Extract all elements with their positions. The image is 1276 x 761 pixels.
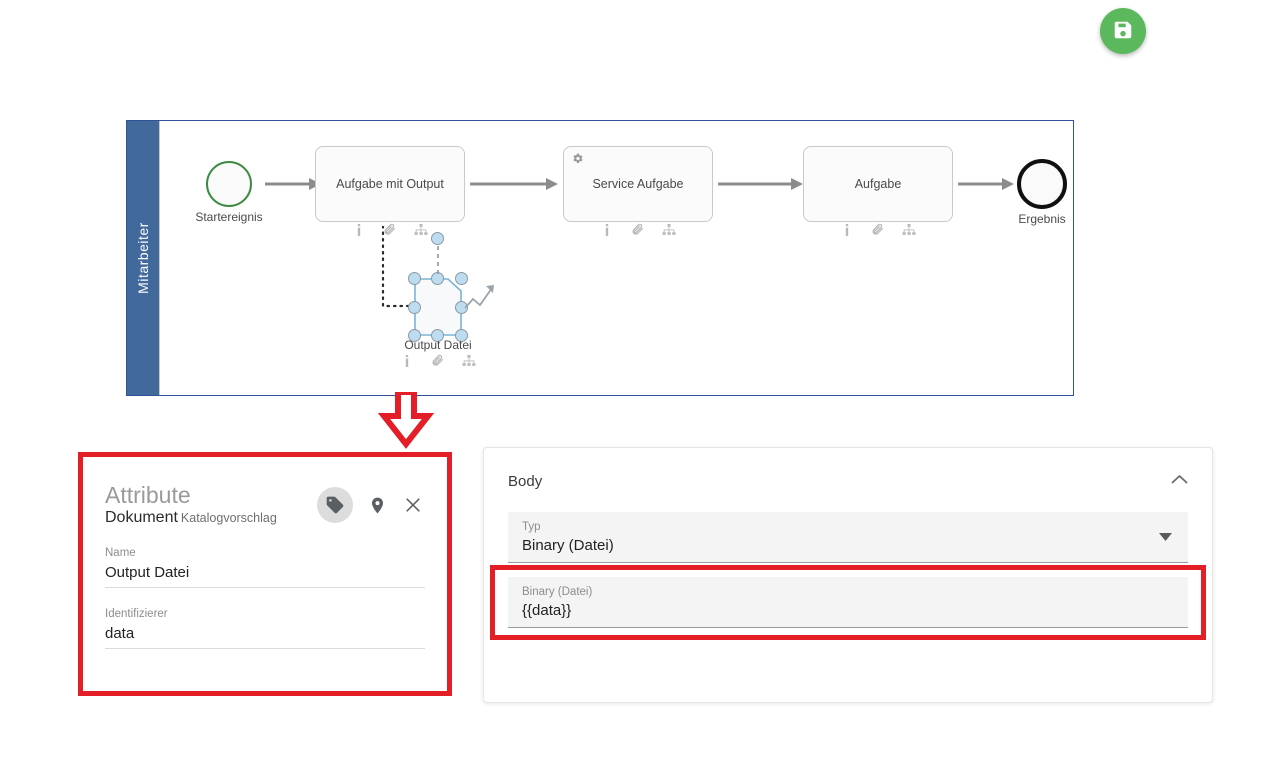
page-title: Attribute <box>105 482 191 508</box>
save-button[interactable] <box>1100 8 1146 54</box>
bpmn-node-start-event[interactable]: Startereignis <box>195 161 263 224</box>
attribute-panel-actions <box>317 483 425 523</box>
typ-select[interactable]: Typ Binary (Datei) <box>508 512 1188 563</box>
sequence-flow-1 <box>265 178 321 190</box>
task-markers <box>601 223 676 236</box>
name-field-value[interactable]: Output Datei <box>105 564 425 589</box>
start-event-label: Startereignis <box>195 210 263 224</box>
tag-icon[interactable] <box>317 487 353 523</box>
save-floppy-icon <box>1112 19 1134 44</box>
rotate-handle[interactable] <box>431 232 444 245</box>
binary-field-wrapper: Binary (Datei) {{data}} <box>490 565 1206 640</box>
sequence-flow-2 <box>470 178 558 190</box>
identifier-field[interactable]: Identifizierer data <box>105 608 425 650</box>
attribute-subtitle-main: Dokument <box>105 509 178 527</box>
resize-handle-se[interactable] <box>455 329 468 342</box>
data-object-label: Output Datei <box>404 338 472 352</box>
binary-field-value[interactable]: {{data}} <box>522 602 572 619</box>
body-panel: Body Typ Binary (Datei) Binary (Datei) {… <box>483 447 1213 703</box>
hierarchy-icon <box>462 354 476 367</box>
identifier-field-label: Identifizierer <box>105 608 168 621</box>
task-markers <box>353 223 428 236</box>
lane-label: Mitarbeiter <box>135 222 152 294</box>
info-icon <box>841 223 854 236</box>
sequence-flow-3 <box>718 178 803 190</box>
typ-select-label: Typ <box>522 521 541 533</box>
chevron-down-icon[interactable] <box>1159 528 1172 546</box>
task-markers <box>841 223 916 236</box>
info-icon <box>353 223 366 236</box>
resize-handle-w[interactable] <box>408 301 421 314</box>
map-pin-icon[interactable] <box>365 493 389 517</box>
data-object-markers <box>401 354 476 367</box>
task-label: Service Aufgabe <box>592 177 684 191</box>
bpmn-node-end-event[interactable]: Ergebnis <box>1017 159 1067 226</box>
sequence-flow-4 <box>958 178 1014 190</box>
bpmn-diagram-canvas[interactable]: Mitarbeiter Startereignis Aufgabe mit Ou… <box>126 120 1074 396</box>
hierarchy-icon <box>662 223 676 236</box>
chevron-up-icon[interactable] <box>1171 472 1188 490</box>
resize-handle-e[interactable] <box>455 301 468 314</box>
task-label: Aufgabe <box>854 177 902 191</box>
attribute-subtitle-kind: Katalogvorschlag <box>180 511 277 526</box>
paperclip-icon <box>632 223 645 236</box>
binary-field-label: Binary (Datei) <box>522 586 593 598</box>
bpmn-node-task-aufgabe-mit-output[interactable]: Aufgabe mit Output <box>315 146 465 236</box>
bpmn-node-service-task[interactable]: Service Aufgabe <box>563 146 713 236</box>
end-event-circle <box>1017 159 1067 209</box>
info-icon <box>601 223 614 236</box>
paperclip-icon <box>872 223 885 236</box>
connect-arrow-icon[interactable] <box>464 282 498 312</box>
annotation-down-arrow <box>377 389 435 450</box>
resize-handle-sw[interactable] <box>408 329 421 342</box>
body-panel-header[interactable]: Body <box>508 472 1188 490</box>
name-field-label: Name <box>105 547 136 560</box>
resize-handle-nw[interactable] <box>408 272 421 285</box>
close-icon[interactable] <box>401 493 425 517</box>
resize-handle-ne[interactable] <box>455 272 468 285</box>
lane-body: Startereignis Aufgabe mit Output <box>159 121 1073 395</box>
bpmn-node-data-object-output-datei[interactable]: Output Datei <box>404 232 494 367</box>
hierarchy-icon <box>414 223 428 236</box>
paperclip-icon <box>432 354 445 367</box>
end-event-label: Ergebnis <box>1018 212 1066 226</box>
start-event-circle <box>206 161 252 207</box>
paperclip-icon <box>384 223 397 236</box>
rotate-handle-stem <box>437 238 439 274</box>
name-field[interactable]: Name Output Datei <box>105 547 425 589</box>
info-icon <box>401 354 414 367</box>
task-label: Aufgabe mit Output <box>336 177 444 191</box>
hierarchy-icon <box>902 223 916 236</box>
gear-icon <box>571 152 584 170</box>
typ-select-value: Binary (Datei) <box>522 537 614 554</box>
resize-handle-s[interactable] <box>431 329 444 342</box>
bpmn-node-task-aufgabe[interactable]: Aufgabe <box>803 146 953 236</box>
lane-header-mitarbeiter[interactable]: Mitarbeiter <box>127 121 159 395</box>
body-panel-title: Body <box>508 472 543 490</box>
identifier-field-value[interactable]: data <box>105 625 425 650</box>
binary-field[interactable]: Binary (Datei) {{data}} <box>508 577 1188 628</box>
